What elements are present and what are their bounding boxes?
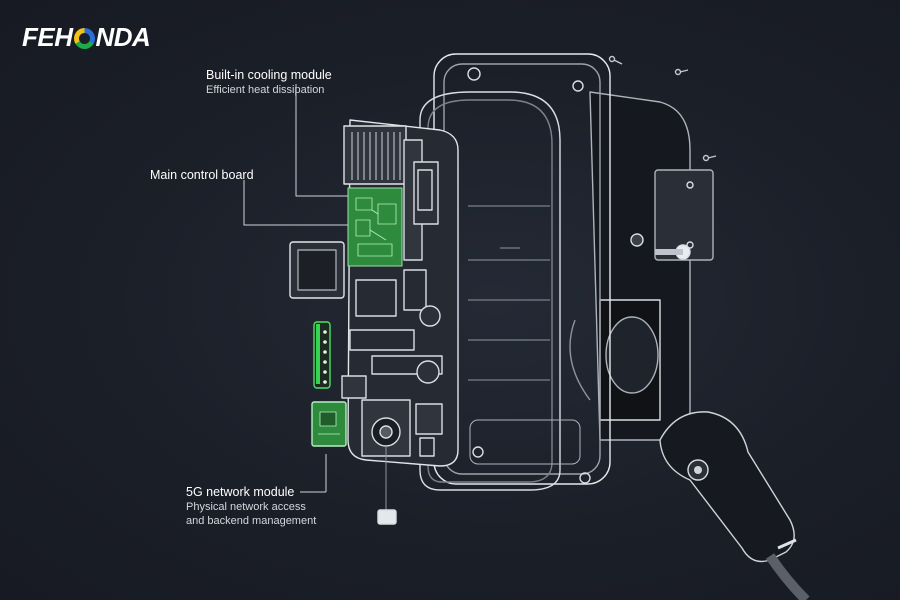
socket-opening (605, 316, 659, 394)
leader-cooling (295, 84, 348, 197)
rear-housing (569, 91, 714, 441)
callout-cooling-title: Built-in cooling module (206, 68, 332, 82)
charging-connector (659, 411, 810, 600)
main-control-board (341, 119, 459, 467)
callout-5g-module: 5G network module Physical network acces… (186, 484, 316, 528)
logo-text-end: NDA (95, 22, 151, 52)
loose-connector (377, 446, 397, 525)
callout-main-board: Main control board (150, 167, 254, 183)
display-module (289, 241, 345, 299)
wall-bracket (654, 169, 714, 261)
logo-text-start: FEH (22, 22, 73, 52)
leader-lines (243, 84, 348, 493)
inner-tray (468, 205, 581, 465)
callout-5g-subtitle-line2: and backend management (186, 515, 317, 527)
callout-5g-title: 5G network module (186, 485, 295, 499)
network-module (311, 401, 347, 447)
relay-block (341, 375, 367, 399)
cooling-heatsink (343, 125, 407, 185)
callout-main-board-title: Main control board (150, 168, 254, 182)
gasket-seal (419, 91, 561, 491)
led-strip (313, 321, 331, 389)
leader-main-board (243, 180, 348, 226)
callout-cooling-subtitle: Efficient heat dissipation (206, 84, 325, 96)
green-pcb (347, 187, 403, 267)
callout-5g-subtitle-line1: Physical network access (186, 501, 306, 513)
brand-logo: FEH NDA (22, 22, 151, 52)
callout-cooling-module: Built-in cooling module Efficient heat d… (206, 67, 332, 97)
screws (608, 55, 717, 162)
logo-ring-icon (73, 28, 95, 49)
